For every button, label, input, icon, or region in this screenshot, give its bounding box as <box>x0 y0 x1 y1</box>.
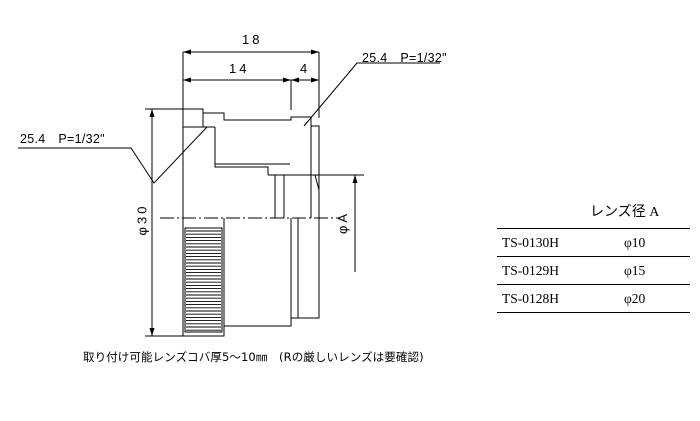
body-outline-upper <box>182 108 320 218</box>
table-header: レンズ径 A <box>590 205 660 220</box>
diameter-cell: φ20 <box>620 284 690 313</box>
arrow <box>311 77 319 83</box>
model-cell: TS-0130H <box>497 228 620 257</box>
arrow <box>149 109 155 117</box>
model-cell: TS-0128H <box>497 284 620 313</box>
lens-table: TS-0130H φ10 TS-0129H φ15 TS-0128H φ20 <box>497 228 690 313</box>
arrow <box>352 175 358 183</box>
dim-label-4: 4 <box>300 61 308 76</box>
mounting-note: 取り付け可能レンズコバ厚5～10㎜ (Rの厳しいレンズは要確認) <box>83 350 424 364</box>
lens-seat <box>214 127 269 175</box>
model-cell: TS-0129H <box>497 256 620 285</box>
dim-label-14: 14 <box>229 61 250 76</box>
leader-line-left <box>18 126 208 184</box>
arrow <box>291 77 299 83</box>
leader-line-right <box>303 62 440 127</box>
knurl-region <box>184 227 223 333</box>
body-outline-lower <box>182 218 320 337</box>
arrow <box>311 49 319 55</box>
diameter-cell: φ15 <box>620 256 690 285</box>
arrow <box>183 49 191 55</box>
diameter-cell: φ10 <box>620 228 690 257</box>
arrow <box>183 77 191 83</box>
thread-label-right: 25.4 P=1/32" <box>362 51 447 65</box>
arrow <box>149 328 155 336</box>
table-row: TS-0129H φ15 <box>497 256 690 285</box>
dim-label-phiA: φA <box>335 210 351 235</box>
knurl-lines <box>186 230 221 331</box>
table-row: TS-0128H φ20 <box>497 284 690 313</box>
table-row: TS-0130H φ10 <box>497 228 690 257</box>
thread-label-left: 25.4 P=1/32" <box>20 132 105 146</box>
dim-label-phi30: φ30 <box>134 203 150 236</box>
dim-label-18: 18 <box>242 32 263 47</box>
arrow <box>283 77 291 83</box>
